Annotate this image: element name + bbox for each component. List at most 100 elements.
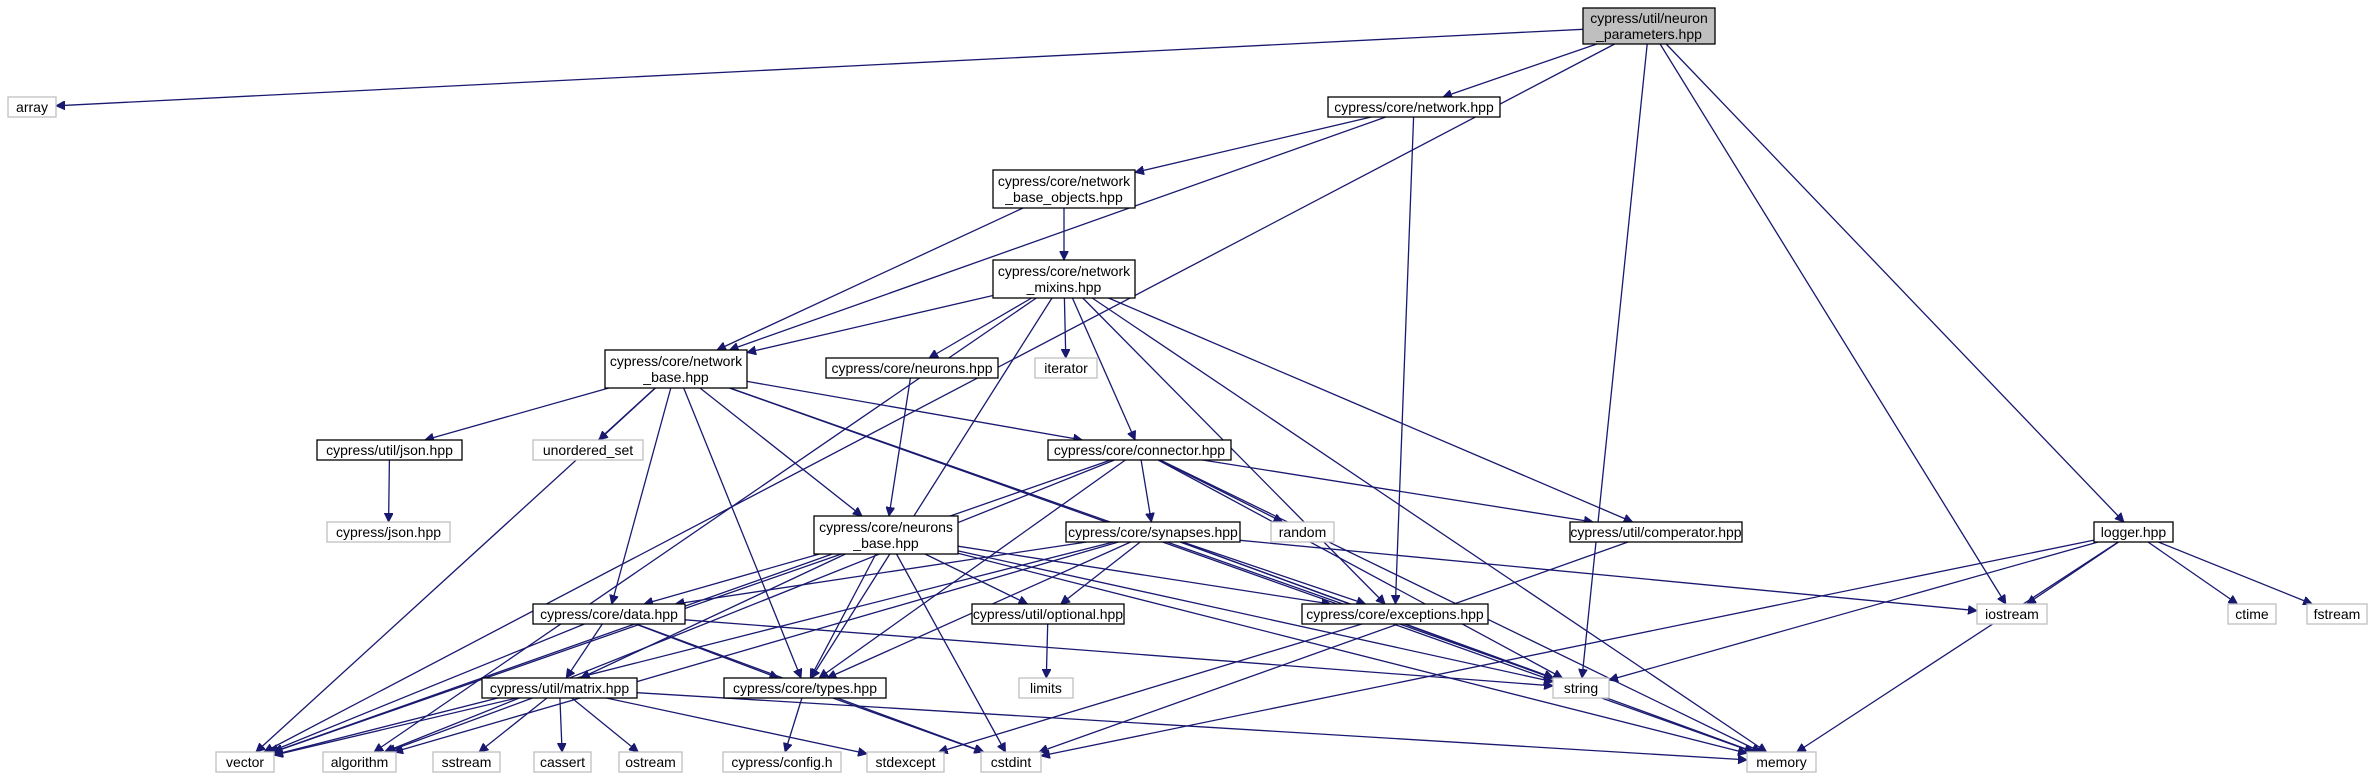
node-box	[533, 751, 592, 773]
node-label: ostream	[625, 754, 676, 770]
node-label: string	[1564, 680, 1598, 696]
node-comperator[interactable]: cypress/util/comperator.hpp	[1569, 521, 1743, 543]
node-box	[1746, 751, 1817, 773]
node-optional[interactable]: cypress/util/optional.hpp	[971, 603, 1125, 625]
node-cypress-json: cypress/json.hpp	[326, 521, 451, 543]
node-label: stdexcept	[876, 754, 936, 770]
node-box	[532, 603, 686, 625]
node-string: string	[1552, 677, 1610, 699]
edge-network_mixins-to-network_base	[747, 294, 994, 353]
edge-synapses-to-iostream	[1239, 539, 1977, 610]
edge-neuron_parameters-to-string	[1582, 43, 1648, 678]
node-label: unordered_set	[543, 442, 633, 458]
node-neurons[interactable]: cypress/core/neurons.hpp	[825, 357, 999, 379]
node-label: ctime	[2235, 606, 2269, 622]
edge-network-to-network_base_objects	[1135, 116, 1372, 172]
node-synapses[interactable]: cypress/core/synapses.hpp	[1065, 521, 1241, 543]
node-label: _base_objects.hpp	[1004, 189, 1123, 205]
node-label: iostream	[1985, 606, 2039, 622]
node-config: cypress/config.h	[722, 751, 842, 773]
node-neurons-base[interactable]: cypress/core/neurons_base.hpp	[813, 515, 959, 555]
edge-matrix-to-ostream	[571, 697, 638, 752]
node-box	[1034, 357, 1098, 379]
node-label: algorithm	[331, 754, 389, 770]
node-label: _base.hpp	[852, 535, 919, 551]
edge-network_mixins-to-comperator	[1108, 297, 1633, 522]
edge-connector-to-algorithm	[385, 459, 1115, 752]
node-box	[215, 751, 275, 773]
edge-data-to-vector	[270, 623, 585, 752]
node-ctime: ctime	[2227, 603, 2277, 625]
edge-network_base-to-data	[612, 387, 672, 604]
node-box	[1065, 521, 1241, 543]
edge-network_base_objects-to-network_base	[717, 207, 1024, 350]
node-cstdint: cstdint	[980, 751, 1042, 773]
edge-synapses-to-algorithm	[394, 541, 1119, 752]
edge-matrix-to-sstream	[479, 697, 548, 752]
node-label: vector	[226, 754, 264, 770]
edge-neuron_parameters-to-iostream	[1659, 43, 2007, 604]
edge-network-to-exceptions	[1395, 116, 1415, 604]
edge-synapses-to-vector	[274, 541, 1114, 755]
node-label: _base.hpp	[642, 369, 709, 385]
edge-neurons-to-neurons_base	[889, 377, 912, 516]
edge-neuron_parameters-to-array	[56, 28, 1584, 106]
node-label: random	[1279, 524, 1326, 540]
edge-neurons_base-to-memory	[957, 552, 1747, 753]
node-vector: vector	[215, 751, 275, 773]
node-memory: memory	[1746, 751, 1817, 773]
node-label: cypress/json.hpp	[336, 524, 441, 540]
node-box	[316, 439, 463, 461]
node-network-base[interactable]: cypress/core/network_base.hpp	[604, 349, 748, 389]
node-box	[2227, 603, 2277, 625]
node-label: cypress/core/network	[998, 263, 1131, 279]
node-box	[7, 96, 57, 118]
node-connector[interactable]: cypress/core/connector.hpp	[1047, 439, 1232, 461]
edge-logger-to-string	[1609, 541, 2099, 680]
edge-synapses-to-memory	[1180, 541, 1754, 752]
node-label: cypress/util/comperator.hpp	[1570, 524, 1741, 540]
node-network[interactable]: cypress/core/network.hpp	[1327, 96, 1501, 118]
node-box	[1569, 521, 1743, 543]
node-json[interactable]: cypress/util/json.hpp	[316, 439, 463, 461]
node-label: cypress/core/exceptions.hpp	[1306, 606, 1484, 622]
node-logger[interactable]: logger.hpp	[2093, 521, 2174, 543]
node-label: cypress/core/neurons.hpp	[831, 360, 992, 376]
node-box	[532, 439, 644, 461]
node-box	[481, 677, 638, 699]
edge-matrix-to-cassert	[560, 697, 562, 752]
node-box	[1301, 603, 1489, 625]
node-box	[1582, 7, 1716, 45]
node-data[interactable]: cypress/core/data.hpp	[532, 603, 686, 625]
edge-comperator-to-cstdint	[1039, 541, 1629, 752]
dependency-edges	[56, 28, 2312, 760]
edge-network-to-network_base	[730, 116, 1387, 350]
node-box	[432, 751, 501, 773]
node-box	[992, 259, 1136, 299]
node-label: _mixins.hpp	[1026, 279, 1102, 295]
node-label: sstream	[442, 754, 492, 770]
node-box	[866, 751, 945, 773]
node-network-mixins[interactable]: cypress/core/network_mixins.hpp	[992, 259, 1136, 299]
edge-neurons_base-to-matrix	[581, 553, 846, 678]
node-neuron-parameters[interactable]: cypress/util/neuron_parameters.hpp	[1582, 7, 1716, 45]
edge-neuron_parameters-to-vector	[264, 43, 1616, 753]
edge-network_mixins-to-connector	[1071, 297, 1135, 440]
node-label: cypress/core/synapses.hpp	[1068, 524, 1238, 540]
node-label: cypress/util/json.hpp	[326, 442, 453, 458]
edge-synapses-to-optional	[1061, 541, 1141, 604]
edge-neurons_base-to-string	[957, 550, 1553, 682]
node-box	[813, 515, 959, 555]
node-label: cypress/core/connector.hpp	[1054, 442, 1225, 458]
edge-data-to-matrix	[566, 623, 603, 678]
node-exceptions[interactable]: cypress/core/exceptions.hpp	[1301, 603, 1489, 625]
node-box	[618, 751, 683, 773]
edge-network_base-to-types	[683, 387, 801, 678]
node-box	[322, 751, 397, 773]
node-network-base-objects[interactable]: cypress/core/network_base_objects.hpp	[992, 169, 1136, 209]
node-unordered-set: unordered_set	[532, 439, 644, 461]
node-matrix[interactable]: cypress/util/matrix.hpp	[481, 677, 638, 699]
node-types[interactable]: cypress/core/types.hpp	[723, 677, 887, 699]
edge-neurons_base-to-vector	[273, 553, 833, 752]
